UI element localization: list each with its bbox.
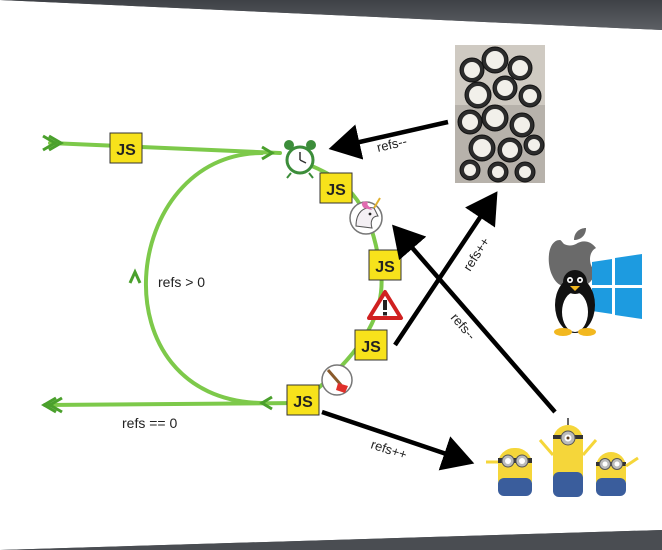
top-track (48, 141, 282, 155)
arrow-js-to-minions (321, 409, 475, 471)
js-badge-label: JS (116, 142, 136, 159)
loop-arrow-up-icon (128, 268, 142, 284)
js-badge-after-warning: JS (354, 329, 388, 361)
loop-arrow-top-icon (261, 145, 275, 161)
entry-chevron-icon (42, 134, 64, 152)
svg-text:JS: JS (293, 394, 313, 411)
broom-icon (321, 364, 353, 396)
exit-chevron-icon (41, 396, 63, 414)
loop-arrow-bottom-icon (259, 395, 273, 411)
unicorn-icon (349, 197, 383, 235)
arrow-minions-to-unicorn (392, 224, 557, 414)
js-badge-after-unicorn: JS (368, 249, 402, 281)
js-badge-bottom: JS (286, 384, 320, 416)
black-arrows (321, 119, 557, 471)
apple-logo (548, 228, 596, 286)
slide-bottom-frame (0, 530, 662, 550)
linux-penguin-icon (554, 270, 596, 336)
svg-text:JS: JS (361, 339, 381, 356)
js-badge-top-left: JS (109, 132, 143, 164)
minion-right (596, 452, 639, 496)
warning-icon (367, 290, 403, 320)
minion-middle (538, 418, 598, 497)
arrow-js-to-clocks (393, 191, 498, 347)
slide-top-frame (0, 0, 662, 30)
alarm-clock-icon (284, 140, 316, 179)
label-refs-gt-0: refs > 0 (158, 274, 205, 290)
label-refs-minus-top: refs-- (375, 133, 408, 154)
minion-left (486, 448, 532, 496)
label-refs-eq-0: refs == 0 (122, 415, 177, 431)
clocks-photo (455, 45, 545, 183)
return-arc (144, 151, 264, 405)
svg-text:JS: JS (326, 182, 346, 199)
js-badge-after-timer: JS (319, 172, 353, 204)
svg-text:JS: JS (375, 259, 395, 276)
windows-logo (592, 254, 642, 319)
minions-image (486, 418, 639, 497)
arrow-clocks-to-timer (328, 119, 449, 160)
